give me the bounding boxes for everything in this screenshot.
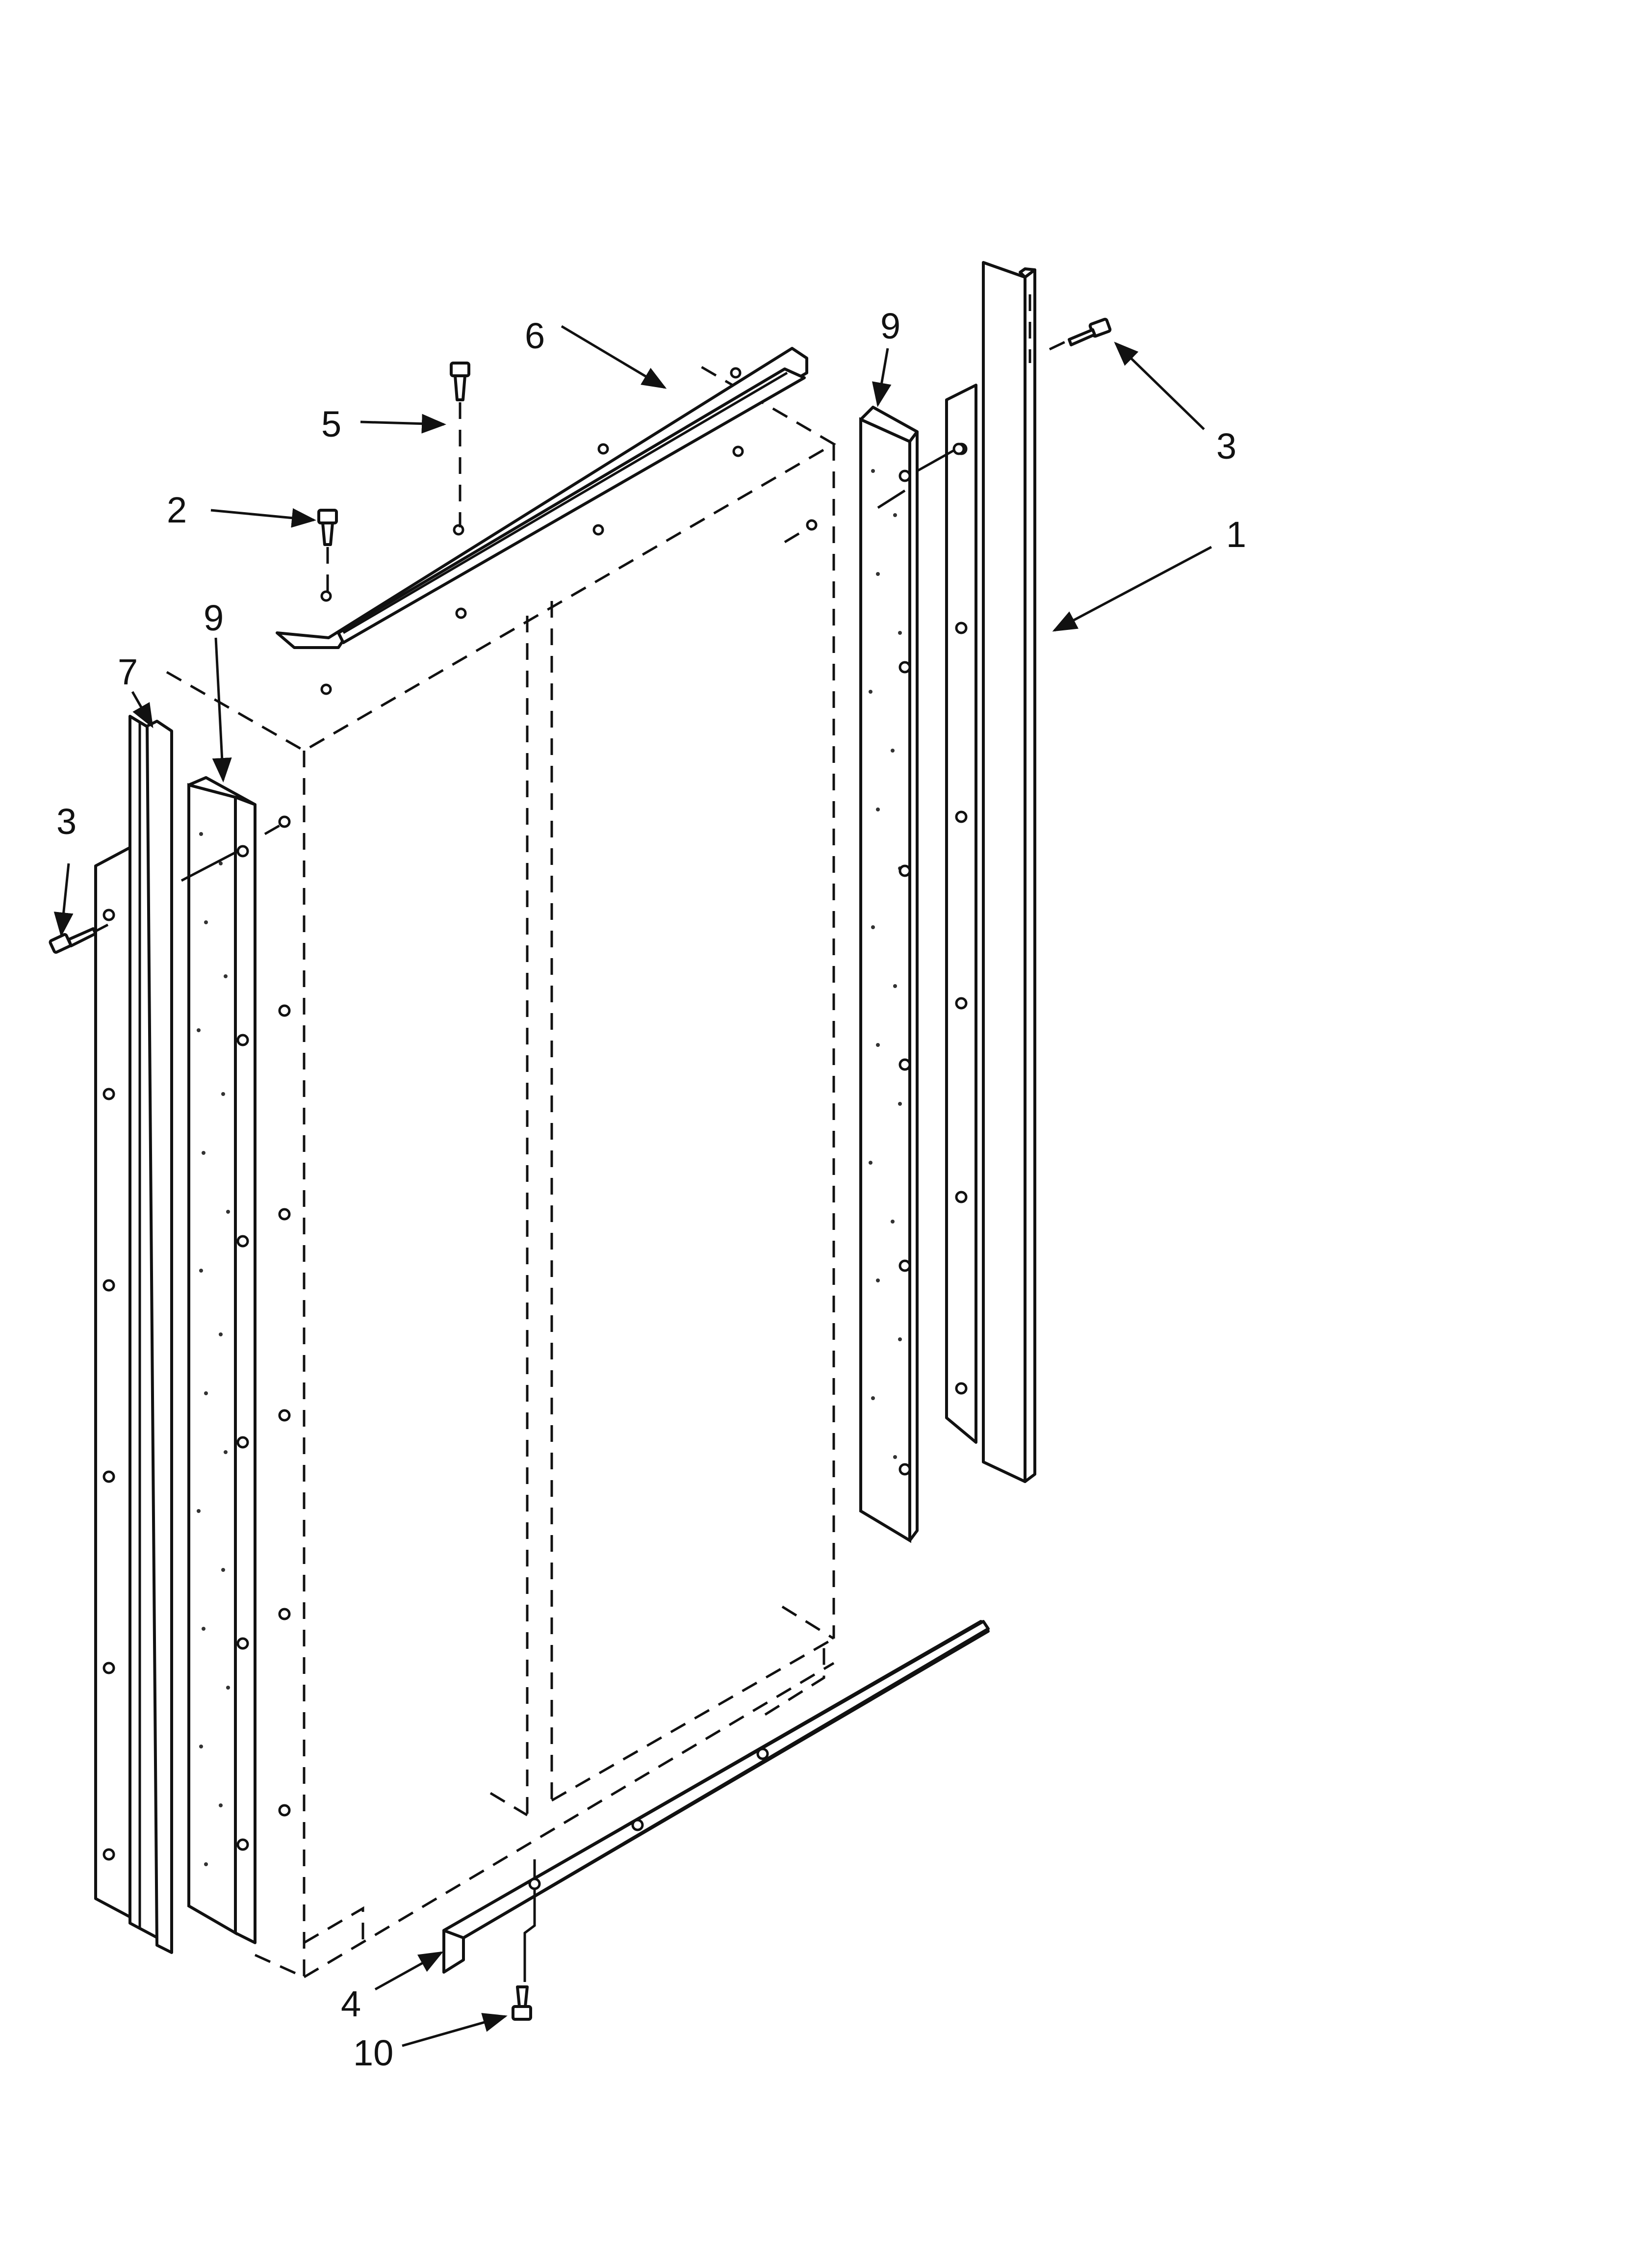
leader-6	[561, 325, 667, 389]
left-cabinet-holes	[264, 815, 291, 1817]
leader-3-left	[53, 863, 74, 937]
left-channel-part-7	[128, 715, 173, 1954]
bottom-rail-part-4	[442, 1620, 990, 1982]
rail-hole	[320, 590, 332, 602]
side-hole	[103, 1088, 115, 1100]
right-cabinet-hole	[806, 519, 818, 531]
cabinet-phantom-outline	[166, 364, 836, 1979]
side-hole	[103, 1279, 115, 1292]
right-side-panel	[945, 384, 977, 1444]
side-hole	[103, 1470, 115, 1483]
right-foam-strip-part-9	[859, 406, 965, 1543]
leader-5	[360, 414, 446, 434]
callout-labels: 1 2 3 3 4 5 6 7 9 9 10	[56, 306, 1246, 2073]
callout-2: 2	[167, 490, 187, 530]
leader-9-left	[212, 637, 232, 782]
right-screw-part-3	[1049, 317, 1112, 351]
callout-7: 7	[118, 652, 138, 692]
callout-3-left: 3	[56, 801, 77, 842]
leader-7	[131, 691, 154, 729]
left-side-panel	[94, 845, 134, 1920]
leader-1	[1052, 546, 1212, 632]
screw-part-5	[450, 362, 470, 527]
rail-hole	[730, 367, 742, 379]
rail-hole	[732, 445, 744, 457]
callout-1: 1	[1226, 514, 1246, 555]
callout-10: 10	[353, 2033, 393, 2073]
callout-6: 6	[525, 315, 545, 356]
leader-9-right	[872, 348, 892, 407]
right-channel-part-1	[982, 261, 1036, 1483]
callout-5: 5	[321, 404, 341, 444]
callout-9-right: 9	[880, 306, 900, 346]
screw-part-10	[512, 1985, 532, 2021]
left-screw-part-3	[49, 923, 109, 954]
side-hole	[103, 1662, 115, 1674]
callout-3-right: 3	[1216, 426, 1236, 467]
callout-9-left: 9	[204, 598, 224, 638]
right-cabinet-hole-guide	[784, 526, 810, 544]
leader-3-right	[1114, 341, 1205, 430]
callout-4: 4	[341, 1983, 361, 2024]
top-rail-part-6	[276, 347, 808, 695]
rail-hole	[453, 524, 464, 536]
leader-lines	[53, 325, 1212, 2047]
rail-hole	[597, 443, 609, 455]
screw-part-2	[317, 509, 338, 596]
leader-4	[374, 1951, 444, 1991]
side-hole	[103, 909, 115, 921]
side-hole	[103, 1848, 115, 1861]
rail-hole	[592, 524, 604, 536]
rail-hole	[455, 607, 467, 619]
left-foam-speckles	[197, 832, 230, 1866]
leader-10	[402, 2013, 508, 2047]
leader-2	[210, 508, 316, 528]
left-foam-strip-part-9	[180, 776, 257, 1944]
rail-hole	[320, 683, 332, 695]
